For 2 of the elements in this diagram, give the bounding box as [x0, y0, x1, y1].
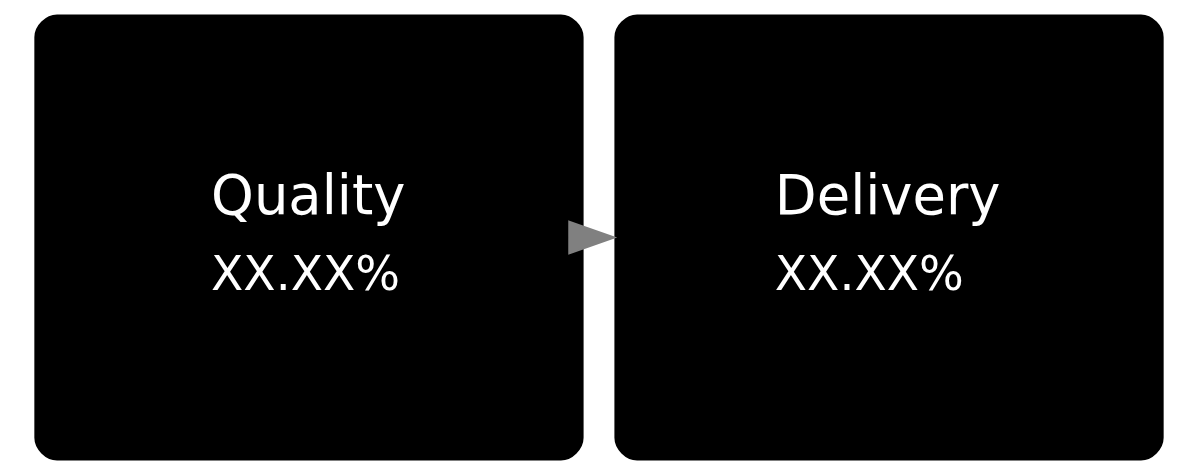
node-box: Delivery XX.XX%	[614, 14, 1164, 461]
arrow	[568, 220, 618, 255]
